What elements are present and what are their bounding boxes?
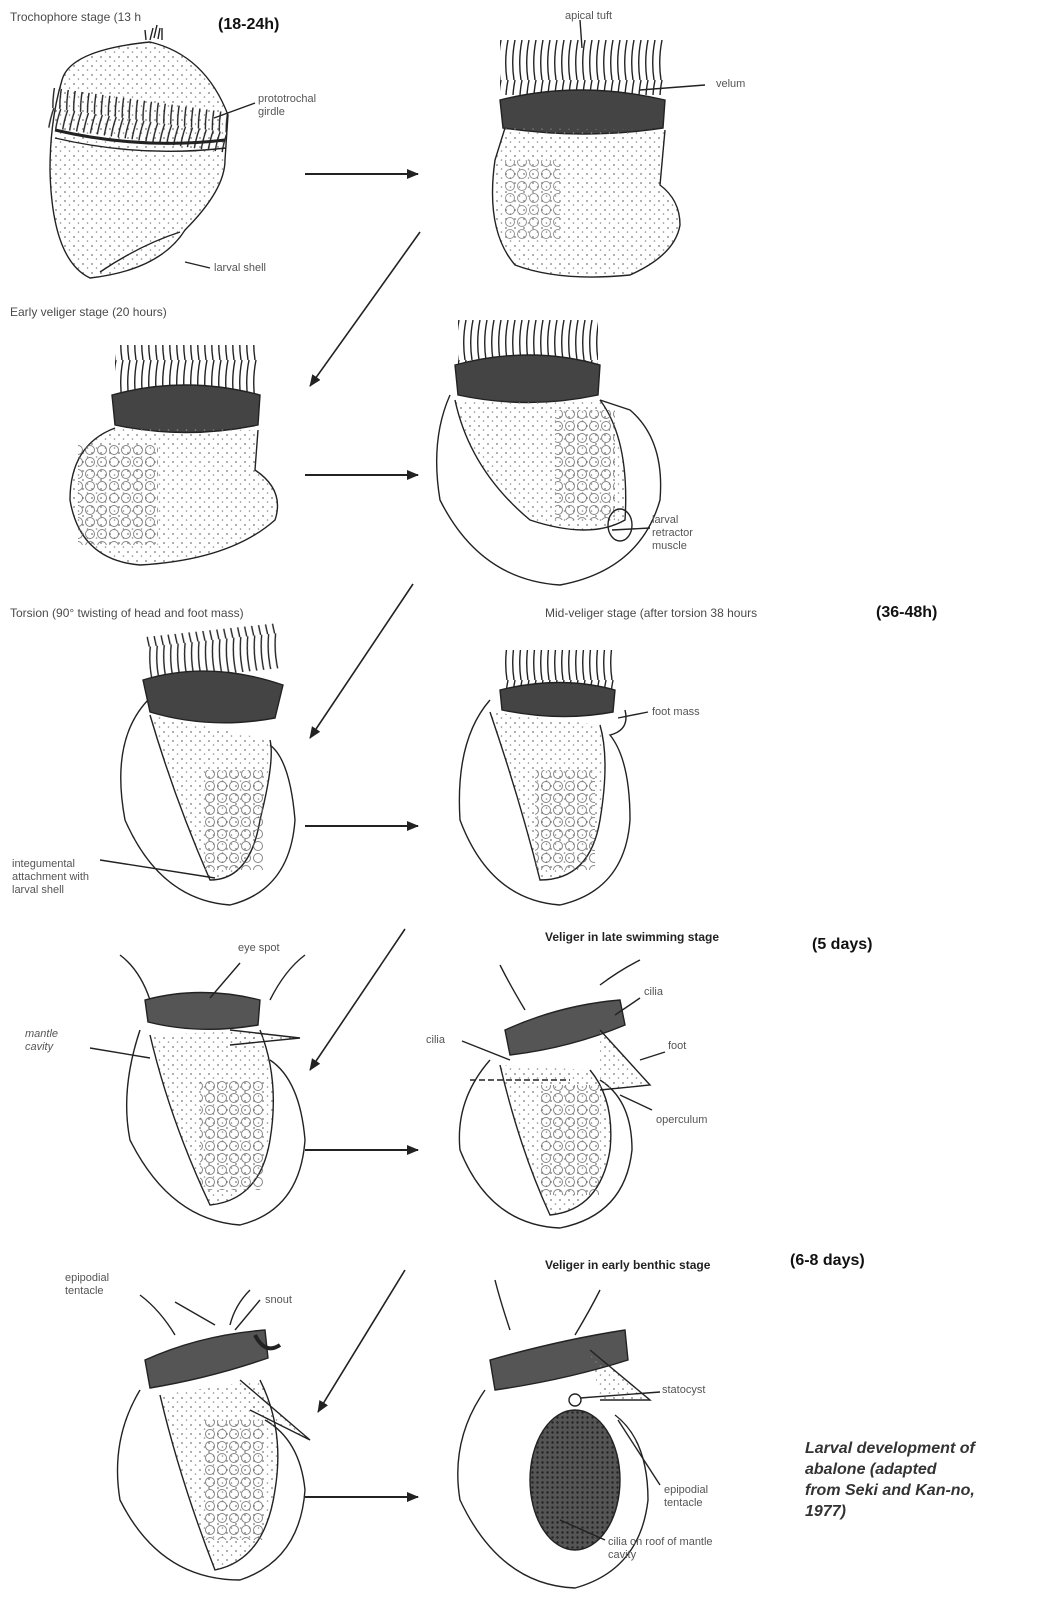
stage-detail: (90° twisting of head and foot mass) (52, 606, 244, 620)
early-veliger-larva-a (493, 20, 706, 277)
label-integumental-attachment: integumental attachment with larval shel… (12, 858, 89, 897)
label-velum: velum (716, 78, 745, 91)
figure-caption: Larval development of abalone (adapted f… (805, 1438, 975, 1522)
arrow-d1 (310, 232, 420, 386)
label-eye-spot: eye spot (238, 942, 280, 955)
stage-title-late-swimming: Veliger in late swimming stage (545, 930, 719, 944)
label-operculum: operculum (656, 1114, 707, 1127)
label-prototrochal-girdle: prototrochal girdle (258, 93, 316, 119)
label-foot-mass: foot mass (652, 706, 700, 719)
label-cilia-roof-mantle: cilia on roof of mantle cavity (608, 1536, 713, 1562)
stage-name: Mid-veliger stage (545, 606, 636, 620)
leader-retractor (612, 528, 650, 530)
leader-integumental (100, 860, 215, 878)
annotation-mid-veliger-time: (36-48h) (876, 604, 937, 622)
horizontal-arrows (305, 174, 418, 1497)
stage-title-mid-veliger: Mid-veliger stage (after torsion 38 hour… (545, 606, 757, 620)
arrow-d3 (310, 929, 405, 1070)
stage-name: Trochophore stage (10, 10, 110, 24)
leader-mantle (90, 1048, 150, 1058)
stage-title-torsion: Torsion (90° twisting of head and foot m… (10, 606, 244, 620)
leader-epipodial-1 (175, 1302, 215, 1325)
torsion-larva (100, 623, 295, 905)
late-swimming-veliger (459, 960, 665, 1228)
label-snout: snout (265, 1294, 292, 1307)
leader-eye-spot (210, 963, 240, 998)
diagonal-arrows (310, 232, 420, 1412)
veliger-left-4 (90, 955, 305, 1225)
label-larval-shell: larval shell (214, 262, 266, 275)
trochophore-larva (46, 25, 255, 278)
leader-cilia-1 (462, 1041, 510, 1060)
label-mantle-cavity: mantle cavity (25, 1028, 58, 1054)
arrow-d4 (318, 1270, 405, 1412)
mid-veliger-larva (459, 650, 648, 905)
leader-foot (640, 1052, 665, 1060)
label-cilia-right: cilia (644, 986, 663, 999)
annotation-late-swimming-time: (5 days) (812, 936, 872, 954)
leader-larval-shell (185, 262, 210, 268)
stage-name: Torsion (10, 606, 49, 620)
leader-epipodial-2 (618, 1420, 660, 1485)
annotation-trochophore-time: (18-24h) (218, 16, 279, 34)
arrow-d2 (310, 584, 413, 738)
stage-title-early-benthic: Veliger in early benthic stage (545, 1258, 710, 1272)
stage-name: Early veliger stage (10, 305, 109, 319)
annotation-early-benthic-time: (6-8 days) (790, 1252, 865, 1270)
early-veliger-larva-c (437, 320, 661, 585)
label-cilia-left: cilia (426, 1034, 445, 1047)
veliger-left-5 (118, 1290, 311, 1580)
stage-detail: (20 hours) (112, 305, 167, 319)
stage-detail: (13 h (114, 10, 141, 24)
label-apical-tuft: apical tuft (565, 10, 612, 23)
label-statocyst: statocyst (662, 1384, 705, 1397)
label-epipodial-tentacle-left: epipodial tentacle (65, 1272, 109, 1298)
early-veliger-larva-b (70, 345, 278, 565)
stage-detail: (after torsion 38 hours (640, 606, 757, 620)
label-epipodial-tentacle-right: epipodial tentacle (664, 1484, 708, 1510)
stage-title-early-veliger: Early veliger stage (20 hours) (10, 305, 167, 319)
label-foot: foot (668, 1040, 686, 1053)
label-larval-retractor-muscle: larval retractor muscle (652, 514, 693, 553)
leader-foot-mass (618, 712, 648, 718)
stage-title-trochophore: Trochophore stage (13 h (10, 10, 141, 24)
